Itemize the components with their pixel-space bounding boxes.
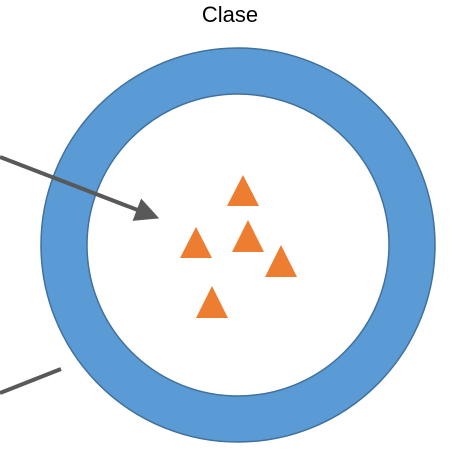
diagram-title: Clase: [201, 2, 259, 27]
triangle-icon: [196, 286, 228, 318]
pointer-arrow: [0, 155, 160, 221]
triangle-icon: [232, 220, 264, 252]
pointer-line: [0, 367, 62, 395]
triangle-icon: [265, 245, 297, 277]
triangle-icon: [180, 227, 212, 258]
triangle-icon: [227, 175, 259, 206]
